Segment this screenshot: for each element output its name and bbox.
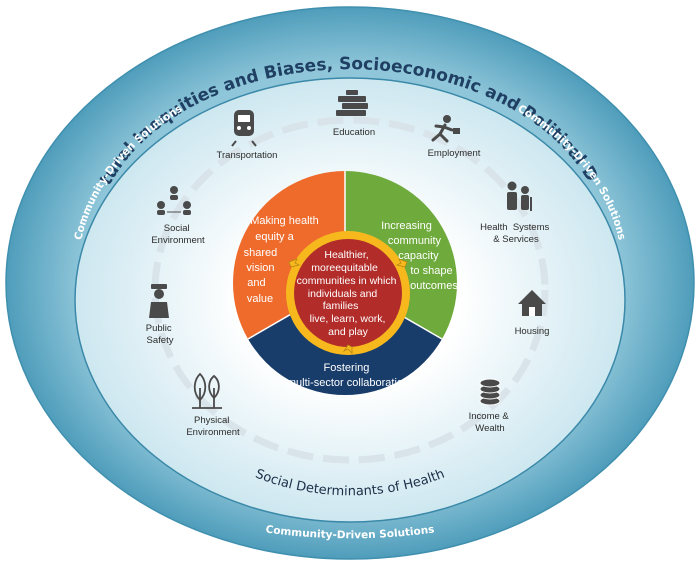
core-circle	[294, 239, 402, 347]
segment-community-capacity-text: Increasing community capacity to shape o…	[381, 220, 458, 292]
coin-stack-icon	[479, 378, 501, 406]
people-network-icon	[157, 186, 191, 215]
connector-arrow-icon	[288, 258, 408, 354]
book-stack-icon	[336, 90, 368, 116]
train-icon	[231, 110, 257, 147]
caregiver-icon	[507, 181, 532, 211]
police-officer-icon	[149, 284, 169, 318]
ring-label-bottom: Community-Driven Solutions	[265, 523, 435, 541]
label-income: Income & Wealth	[469, 411, 512, 434]
segment-shared-vision-text: Making health equity a shared vision and…	[244, 215, 322, 305]
label-health-systems: Health Systems & Services	[480, 222, 552, 245]
label-transportation: Transportation	[217, 150, 278, 161]
label-physical-environment: Physical Environment	[186, 415, 240, 438]
segment-multisector-text: Fostering multi-sector collaboration	[287, 362, 409, 389]
label-social-environment: Social Environment	[151, 223, 205, 246]
connector-ring	[151, 116, 549, 464]
label-housing: Housing	[515, 326, 550, 337]
svg-text:Community-Driven Solutions: Community-Driven Solutions	[265, 523, 435, 541]
label-education: Education	[333, 127, 375, 138]
running-person-icon	[431, 115, 460, 143]
house-icon	[518, 290, 546, 316]
label-public-safety: Public Safety	[146, 323, 175, 346]
label-employment: Employment	[428, 148, 481, 159]
trees-icon	[192, 372, 222, 409]
core-text: Healthier, moreequitable communities in …	[297, 249, 400, 338]
